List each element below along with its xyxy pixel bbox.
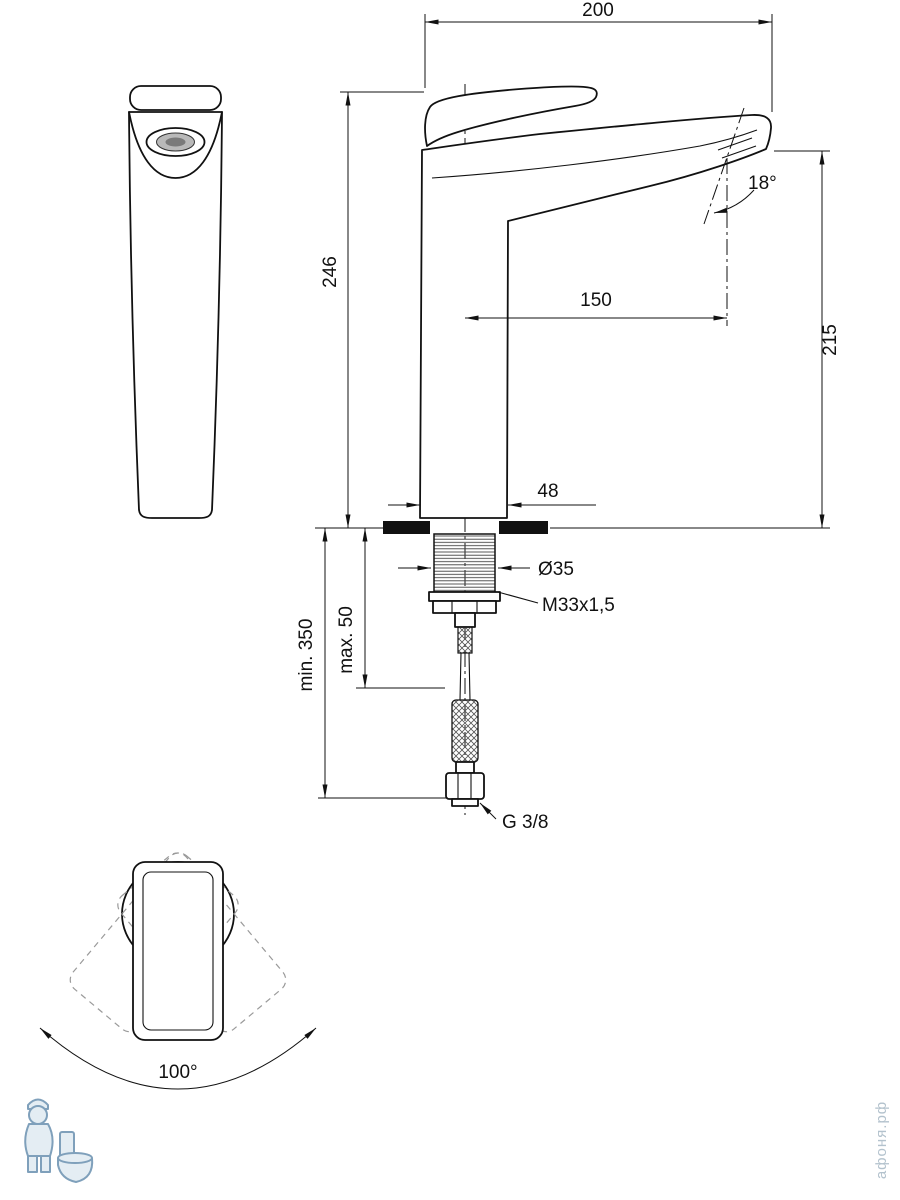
mascot-toilet-bowl <box>57 1157 94 1183</box>
watermark-mascot <box>24 1098 94 1183</box>
top-view: 100° <box>39 852 317 1090</box>
hose-connector <box>454 612 476 628</box>
front-aerator-core <box>165 137 186 147</box>
overall-depth-label: 200 <box>582 0 614 21</box>
aerator-face-lines <box>717 137 757 159</box>
dimension-max-50: max. 50 <box>336 528 445 689</box>
mascot-leg-left <box>27 1155 38 1173</box>
front-spout-curve <box>128 111 223 179</box>
hole-diameter-label: Ø35 <box>538 559 574 580</box>
swivel-angle-label: 100° <box>158 1062 197 1083</box>
dimension-246: 246 <box>315 91 424 529</box>
hose-tube <box>459 652 471 701</box>
spout-height-label: 215 <box>820 324 841 356</box>
handle-swivel-left-ghost <box>117 852 287 1033</box>
front-body <box>128 111 223 519</box>
supply-thread-label: G 3/8 <box>502 812 548 833</box>
front-view <box>128 85 223 519</box>
dimension-swivel-100: 100° <box>39 1027 317 1090</box>
fixing-nut <box>432 600 497 614</box>
dimension-215: 215 <box>550 150 841 529</box>
spout-reach-label: 150 <box>580 290 612 311</box>
dimension-min-350: min. 350 <box>296 528 448 799</box>
threaded-shank <box>433 533 496 593</box>
braided-hose <box>451 699 479 763</box>
hose-tip <box>451 798 479 807</box>
overall-height-label: 246 <box>320 256 341 288</box>
body-depth-label: 48 <box>537 481 558 502</box>
mascot-leg-right <box>40 1155 51 1173</box>
deck-section-right <box>499 521 548 534</box>
deck-max-label: max. 50 <box>336 606 357 674</box>
hose-nut-facets <box>457 773 472 799</box>
top-handle-outline <box>132 861 224 1041</box>
spout-crease-line <box>431 129 758 179</box>
hose-collar <box>455 761 475 774</box>
fixing-nut-facets <box>451 601 478 613</box>
check-valve <box>457 626 473 654</box>
dimension-150: 150 <box>465 158 728 326</box>
mascot-toilet-seat <box>57 1152 93 1164</box>
front-handle-cap <box>129 85 222 111</box>
hose-hex-nut <box>445 772 485 800</box>
shank-washer <box>428 591 501 602</box>
hose-min-label: min. 350 <box>296 619 317 692</box>
dimension-hole-diameter: Ø35 <box>398 559 574 580</box>
aerator-angle-label: 18° <box>748 173 777 194</box>
dimension-200: 200 <box>424 0 773 112</box>
watermark-text-right: афоня.рф <box>873 1101 890 1179</box>
label-supply-thread: G 3/8 <box>479 802 548 833</box>
mascot-body <box>24 1123 54 1157</box>
label-fixing-thread: M33x1,5 <box>497 591 615 616</box>
side-body-spout <box>419 114 772 519</box>
dimension-48: 48 <box>388 481 596 508</box>
side-handle-lever <box>424 85 598 147</box>
fixing-thread-label: M33x1,5 <box>542 595 615 616</box>
mascot-head <box>28 1105 48 1125</box>
side-view <box>383 84 772 815</box>
dimension-18deg: 18° <box>703 107 777 225</box>
deck-section-left <box>383 521 430 534</box>
